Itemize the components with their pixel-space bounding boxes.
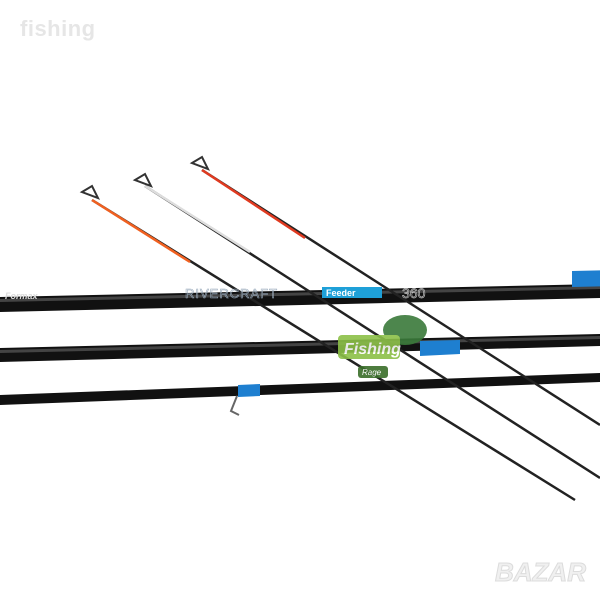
quiver-tip-white [132,172,600,480]
watermark-bottom: BAZAR [495,557,587,588]
rod-section-middle [0,334,600,362]
rod-brand: Formax [5,291,39,301]
feeder-label-bg [322,287,382,298]
rod-type: Feeder [326,288,356,298]
rod-section-top [0,270,600,312]
logo-line2: Rage [362,368,382,377]
fishing-rage-logo: Fishing Rage [338,315,427,378]
rod-section-bottom [0,373,600,416]
rod-length: 360 [402,285,426,301]
quiver-tip-red [189,155,600,427]
watermark-top: fishing [20,16,96,41]
quiver-tip-orange [79,184,576,502]
rod-model: RIVERCRAFT [185,286,278,301]
logo-line1: Fishing [344,341,401,358]
